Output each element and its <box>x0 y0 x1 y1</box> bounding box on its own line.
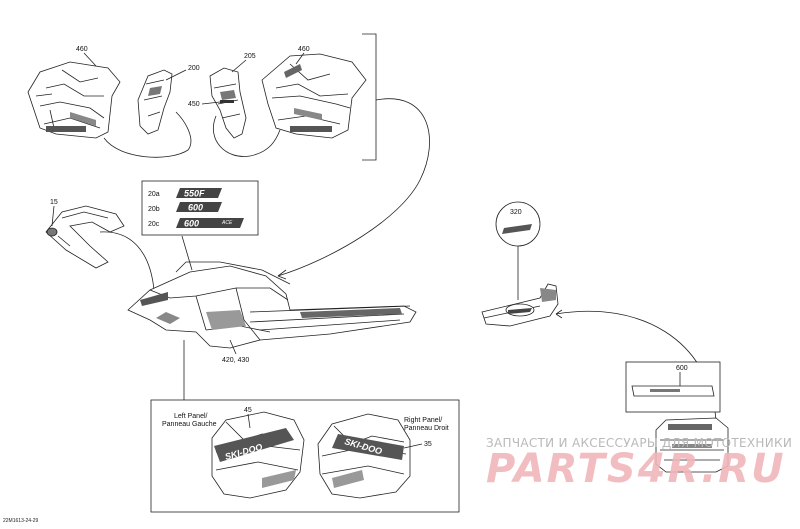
callout-200: 200 <box>188 65 200 72</box>
leader-decal-box <box>181 235 193 271</box>
callout-420-430: 420, 430 <box>222 357 249 364</box>
callout-600: 600 <box>676 365 688 372</box>
right-decal-205-part <box>209 67 247 139</box>
leader-200 <box>165 69 187 81</box>
rear-tail-part <box>481 283 559 327</box>
top-bracket <box>362 33 377 161</box>
callout-45: 45 <box>244 407 252 414</box>
watermark-tagline: ЗАПЧАСТИ И АКСЕССУАРЫ ДЛЯ МОТОТЕХНИКИ <box>486 436 793 450</box>
decal-20a-graphic <box>176 188 222 198</box>
leader-35 <box>403 443 423 449</box>
leader-205 <box>231 59 247 73</box>
nose-cone-part <box>45 205 125 269</box>
callout-460-left: 460 <box>76 46 88 53</box>
left-panel-label-line2: Panneau Gauche <box>162 421 217 428</box>
callout-450: 450 <box>188 101 200 108</box>
decal-20c-suffix: ACE <box>221 220 233 226</box>
leader-450 <box>201 101 221 105</box>
leader-420-430 <box>229 339 237 355</box>
right-panel-label-line1: Right Panel/ <box>404 417 442 424</box>
connector-top-to-machine <box>277 98 430 277</box>
callout-35: 35 <box>424 441 432 448</box>
callout-320: 320 <box>510 209 522 216</box>
decal-20b-graphic <box>176 202 222 212</box>
connector-205-to-right <box>213 115 281 157</box>
main-body-part <box>127 261 417 349</box>
left-decal-200-part <box>137 69 173 135</box>
leader-15 <box>51 205 55 227</box>
callout-15: 15 <box>50 199 58 206</box>
diagram-code: 22M1613-24-29 <box>3 518 39 524</box>
right-panel-label-line2: Panneau Droit <box>404 425 449 432</box>
decal-20a-text: 550F <box>184 189 205 199</box>
decal-20c-text: 600 <box>184 219 199 229</box>
leader-460-left <box>83 52 97 67</box>
decal-20c-graphic <box>176 218 244 228</box>
watermark-logo-text: PARTS4R.RU <box>486 446 786 492</box>
rear-bumper-part <box>655 417 729 473</box>
callout-20a: 20a <box>148 191 160 198</box>
decal-320-graphic <box>502 224 532 234</box>
callout-20c: 20c <box>148 221 160 228</box>
left-panel-part <box>211 411 305 499</box>
decal-20b-text: 600 <box>188 203 203 213</box>
leader-45 <box>247 413 251 429</box>
right-panel-part <box>317 413 411 499</box>
right-side-panel-part <box>261 53 367 139</box>
left-panel-label-line1: Left Panel/ <box>174 413 208 420</box>
connector-left-to-200 <box>103 111 192 158</box>
leader-460-right <box>295 52 305 65</box>
left-side-panel-part <box>27 61 121 139</box>
callout-460-right: 460 <box>298 46 310 53</box>
callout-20b: 20b <box>148 206 160 213</box>
callout-205: 205 <box>244 53 256 60</box>
connector-nose-to-machine <box>99 231 155 291</box>
